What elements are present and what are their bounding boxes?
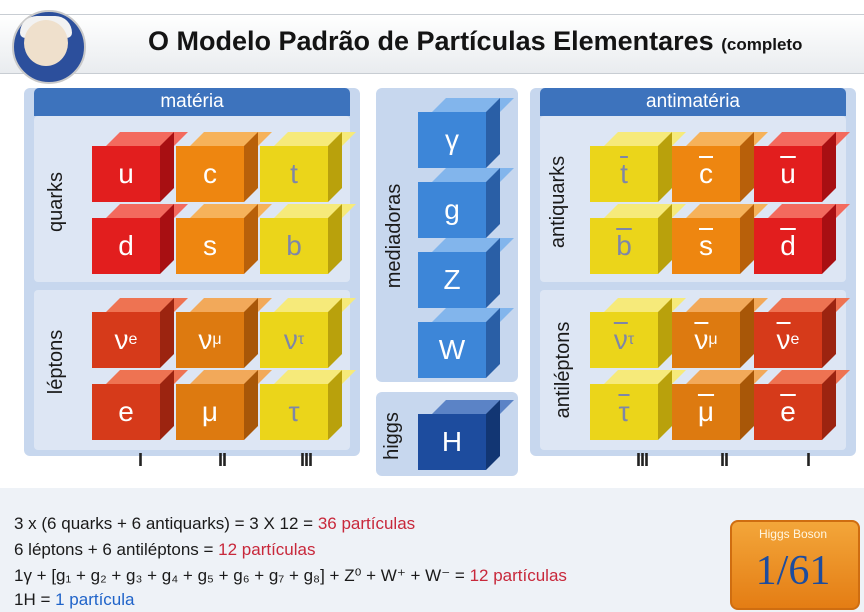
formula-4-text: 1H = [14,590,56,609]
generation-matter-1: I [138,450,143,470]
formula-area [0,488,864,612]
photon-label: γ [418,112,486,168]
antitau-label: τ [590,384,658,440]
leptons-label: léptons [45,329,67,395]
antiquark-b-label: b [590,218,658,274]
antimatter-header: antimatéria [540,88,846,116]
higgs-label: higgs [381,412,403,460]
z-boson-label: Z [418,252,486,308]
antiquark-s-cube: s [672,204,768,274]
electron-cube: e [92,370,188,440]
formula-1-text: 3 x (6 quarks + 6 antiquarks) = 3 X 12 = [14,514,318,533]
antiquark-d-cube: d [754,204,850,274]
neutrino-tau-sub: τ [297,331,305,348]
title-bar [0,14,864,74]
tau-label: τ [260,384,328,440]
quark-d-cube: d [92,204,188,274]
generation-antimatter-3: III [636,450,649,470]
generation-antimatter-2: II [720,450,729,470]
neutrino-tau-base: ν [283,324,298,355]
quark-s-label: s [176,218,244,274]
quark-b-label: b [260,218,328,274]
quark-d-label: d [92,218,160,274]
formula-3-text: 1γ + [g₁ + g₂ + g₃ + g₄ + g₅ + g₆ + g₇ +… [14,566,470,585]
neutrino-mu-sub: μ [212,331,222,348]
tau-cube: τ [260,370,356,440]
formula-2-text: 6 léptons + 6 antiléptons = [14,540,219,559]
muon-cube: μ [176,370,272,440]
antitau-cube: τ [590,370,686,440]
antimuon-cube: μ [672,370,768,440]
badge-label: Higgs Boson [758,527,828,541]
quark-b-cube: b [260,204,356,274]
quark-c-label: c [176,146,244,202]
antiquark-s-label: s [672,218,740,274]
quarks-label: quarks [45,171,67,233]
antimuon-label: μ [672,384,740,440]
page-title: O Modelo Padrão de Partículas Elementare… [148,26,802,57]
antineutrino-e-sub: e [790,331,800,348]
gluon-cube: g [418,168,514,238]
title-suffix: (completo [721,35,803,54]
higgs-cube: H [418,400,514,470]
antineutrino-e-base: ν [776,324,791,355]
antiquarks-label: antiquarks [547,155,569,249]
mediators-label: mediadoras [383,183,405,289]
neutrino-e-sub: e [128,331,138,348]
neutrino-mu-base: ν [198,324,213,355]
formula-3-result: 12 partículas [469,566,567,585]
antileptons-label: antiléptons [552,321,574,419]
formula-line-2: 6 léptons + 6 antiléptons = 12 partícula… [14,540,316,560]
quark-u-label: u [92,146,160,202]
antiquark-b-cube: b [590,204,686,274]
formula-2-result: 12 partículas [218,540,316,559]
formula-line-4: 1H = 1 partícula [14,590,135,610]
antiquark-c-cube: c [672,132,768,202]
quark-c-cube: c [176,132,272,202]
quark-u-cube: u [92,132,188,202]
antiquark-t-label: t [590,146,658,202]
antiquark-u-label: u [754,146,822,202]
antineutrino-tau-base: ν [613,324,628,355]
title-main: O Modelo Padrão de Partículas Elementare… [148,26,714,56]
positron-cube: e [754,370,850,440]
photon-cube: γ [418,98,514,168]
electron-label: e [92,384,160,440]
antiquark-d-label: d [754,218,822,274]
generation-matter-2: II [218,450,227,470]
antineutrino-mu-base: ν [694,324,709,355]
higgs-particle-label: H [418,414,486,470]
gluon-label: g [418,182,486,238]
generation-matter-3: III [300,450,313,470]
formula-line-3: 1γ + [g₁ + g₂ + g₃ + g₄ + g₅ + g₆ + g₇ +… [14,566,567,586]
muon-label: μ [176,384,244,440]
badge-number: 1/61 [755,548,831,594]
formula-4-result: 1 partícula [55,590,135,609]
formula-line-1: 3 x (6 quarks + 6 antiquarks) = 3 X 12 =… [14,514,415,534]
logo-face-shape [24,20,68,66]
generation-antimatter-1: I [806,450,811,470]
antiquark-c-label: c [672,146,740,202]
z-boson-cube: Z [418,238,514,308]
neutrino-e-base: ν [114,324,129,355]
higgs-boson-badge [730,520,860,610]
antineutrino-mu-sub: μ [708,331,718,348]
antiquark-t-cube: t [590,132,686,202]
w-boson-cube: W [418,308,514,378]
antineutrino-tau-sub: τ [627,331,635,348]
positron-label: e [754,384,822,440]
formula-1-result: 36 partículas [317,514,416,533]
matter-header: matéria [34,88,350,116]
quark-s-cube: s [176,204,272,274]
w-boson-label: W [418,322,486,378]
quark-t-label: t [260,146,328,202]
antiquark-u-cube: u [754,132,850,202]
quark-t-cube: t [260,132,356,202]
